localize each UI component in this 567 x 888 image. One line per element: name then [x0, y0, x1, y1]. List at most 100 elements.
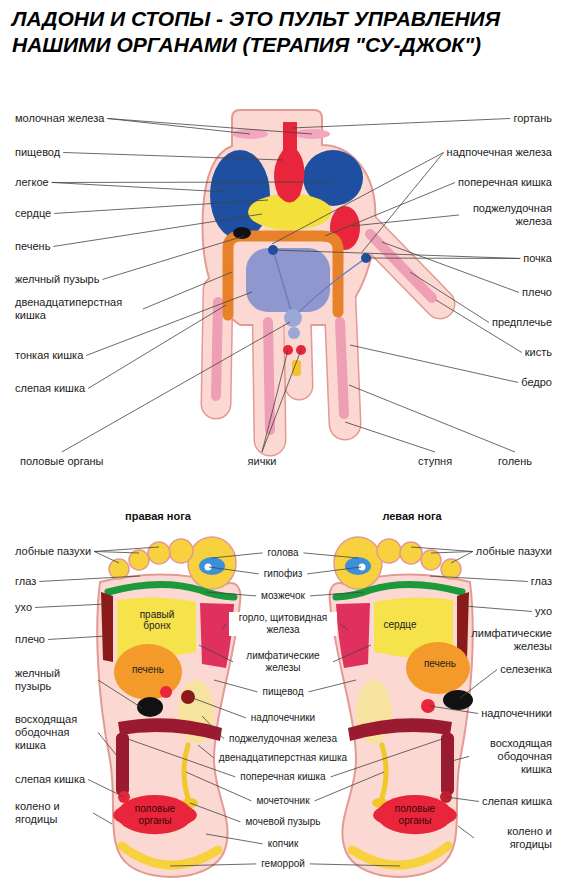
organ-label: селезенка [500, 663, 552, 676]
leader-line [451, 551, 473, 563]
leader-line [206, 592, 256, 596]
leader-line [209, 567, 259, 574]
zone-label: правый бронх [132, 609, 182, 632]
leader-line [448, 756, 469, 762]
heart-zone [274, 122, 304, 203]
organ-label: ухо [535, 605, 552, 618]
organ-label: желчный пузырь [15, 273, 99, 286]
leader-line [94, 551, 139, 553]
finger-fill [340, 300, 345, 424]
leader-line [170, 864, 256, 866]
left-foot [330, 537, 473, 877]
organ-zone-fill [127, 606, 187, 635]
leader-line [212, 553, 262, 558]
leader-line [430, 706, 478, 713]
finger-fill [360, 222, 440, 304]
leader-line [309, 680, 356, 692]
leader-line [48, 636, 106, 639]
organ-label: сердце [15, 207, 51, 220]
organ-label: голова [265, 547, 300, 559]
organ-label: плечо [522, 286, 552, 299]
adrenal-zone [181, 690, 195, 704]
leader-line [53, 214, 262, 246]
finger-outline [216, 290, 218, 404]
right-foot [97, 537, 240, 877]
organ-label: предплечье [492, 316, 552, 329]
organ-label: глаз [15, 575, 36, 588]
leader-line [411, 547, 473, 551]
zone-label: сердце [384, 619, 417, 631]
leader-line [349, 385, 515, 452]
organ-label: геморрой [259, 858, 307, 870]
title: ЛАДОНИ И СТОПЫ - ЭТО ПУЛЬТ УПРАВЛЕНИЯ НА… [12, 6, 557, 57]
zone-label: половые органы [130, 803, 180, 826]
leader-line [102, 236, 244, 279]
leader-line [222, 624, 226, 630]
organ-label: восходящая ободочная кишка [15, 713, 95, 752]
leader-line [63, 152, 283, 160]
urinary-duct [273, 250, 293, 318]
urinary-duct [273, 250, 366, 318]
leader-line [352, 215, 459, 226]
left-foot-organs [406, 642, 473, 803]
organ-label: мочеточник [254, 795, 311, 807]
leader-line [202, 716, 224, 739]
finger-outline [360, 222, 440, 304]
genital-zone [288, 327, 300, 339]
organ-label: печень [15, 240, 50, 253]
organ-label: восходящая ободочная кишка [472, 737, 552, 776]
organ-label: поджелудочная железа [227, 733, 339, 745]
organ-zone-fill [117, 795, 193, 834]
leader-line [107, 118, 250, 134]
leader-line [88, 779, 124, 797]
organ-label: поперечная кишка [458, 176, 552, 189]
organ-label: слепая кишка [15, 382, 85, 395]
organ-label: яички [248, 455, 277, 468]
organ-label: глаз [531, 575, 552, 588]
organ-label: кисть [525, 346, 552, 359]
organ-label: плечо [15, 633, 45, 646]
leader-line [206, 834, 263, 844]
organ-label: двенадцатиперстная кишка [217, 752, 349, 764]
leader-line [273, 250, 520, 258]
leader-line [107, 118, 312, 134]
leader-line [94, 547, 159, 551]
leader-line [272, 152, 444, 244]
organ-zone: половые органы [377, 795, 453, 834]
organ-zone: печень [122, 659, 173, 682]
organ-label: лимфатические железы [236, 650, 330, 674]
leader-line [307, 567, 361, 574]
finger-outline [340, 300, 345, 424]
leader-line [39, 576, 140, 581]
organ-label: гипофиз [262, 568, 305, 580]
lung-zone [210, 150, 270, 240]
organ-label: колено и ягодицы [477, 825, 552, 851]
leader-line [214, 680, 257, 692]
leader-line [362, 152, 444, 252]
leader-line [54, 200, 268, 213]
organ-label: почка [523, 252, 552, 265]
organ-zone-fill [122, 659, 173, 682]
leader-line [464, 606, 532, 611]
organ-label: желчный пузырь [15, 667, 95, 693]
organ-label: лимфатические железы [462, 627, 552, 653]
limb-zone [216, 234, 432, 430]
gallbladder-zone [233, 227, 251, 239]
leader-line [62, 322, 290, 452]
organ-zone-fill [379, 616, 422, 634]
organ-label: надпочечники [481, 707, 552, 720]
urinary-duct [293, 258, 366, 318]
colon-zone [228, 236, 338, 315]
leader-lines [35, 118, 532, 866]
leader-line [431, 551, 473, 553]
organ-label: поперечная кишка [238, 771, 327, 783]
leader-line [98, 680, 142, 708]
organ-label: легкое [15, 176, 49, 189]
finger-outline [268, 300, 270, 440]
zone-label: половые органы [390, 803, 440, 826]
leader-line [459, 640, 463, 642]
organ-zone-fill [377, 795, 453, 834]
finger-fill [216, 290, 218, 404]
leader-line [262, 350, 301, 452]
leader-line [458, 826, 474, 838]
